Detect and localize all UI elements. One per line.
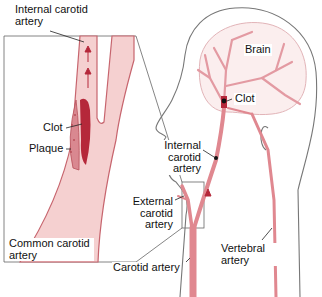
flow-arrows bbox=[85, 46, 91, 88]
leader-lines bbox=[50, 31, 272, 262]
basilar-link bbox=[228, 108, 252, 114]
vessel-label: External carotid artery bbox=[122, 196, 174, 231]
plaque bbox=[70, 100, 79, 170]
leader-line bbox=[227, 99, 232, 101]
leader-line bbox=[66, 124, 82, 128]
inset-vessel bbox=[20, 36, 134, 262]
vessel-label: Common carotid artery bbox=[8, 238, 94, 261]
leader-line bbox=[175, 196, 184, 200]
plaque-dots bbox=[70, 114, 76, 153]
brain-arteries bbox=[198, 32, 300, 104]
leader-line bbox=[66, 149, 71, 150]
brain bbox=[199, 23, 306, 115]
vessel-label: Vertebral artery bbox=[220, 243, 280, 266]
inset-frame bbox=[4, 36, 204, 262]
inset-border bbox=[4, 36, 136, 262]
plaque-label: Plaque bbox=[28, 143, 64, 155]
vessel-label: Internal carotid artery bbox=[150, 140, 202, 175]
flow-arrows bbox=[205, 189, 211, 196]
leader-line bbox=[50, 31, 84, 42]
brain-clot bbox=[221, 96, 227, 108]
carotid-artery bbox=[190, 228, 197, 297]
back-of-head bbox=[298, 72, 317, 297]
external-carotid bbox=[182, 186, 192, 228]
leader-line bbox=[203, 150, 214, 157]
vertebral-artery bbox=[252, 114, 276, 297]
leader-line bbox=[262, 228, 272, 240]
marker-dot bbox=[214, 156, 218, 160]
clot-label: Clot bbox=[234, 93, 256, 105]
vessel-label: Carotid artery bbox=[112, 262, 181, 274]
neck-arteries bbox=[178, 108, 276, 297]
clot bbox=[80, 99, 91, 165]
artery-wall bbox=[20, 36, 134, 262]
leader-line bbox=[186, 258, 190, 262]
clot-label: Clot bbox=[42, 122, 64, 134]
clot-marker bbox=[222, 99, 227, 104]
vessel-label: Internal carotid artery bbox=[14, 4, 100, 27]
organ-label: Brain bbox=[244, 44, 272, 56]
projection-line bbox=[136, 228, 182, 262]
